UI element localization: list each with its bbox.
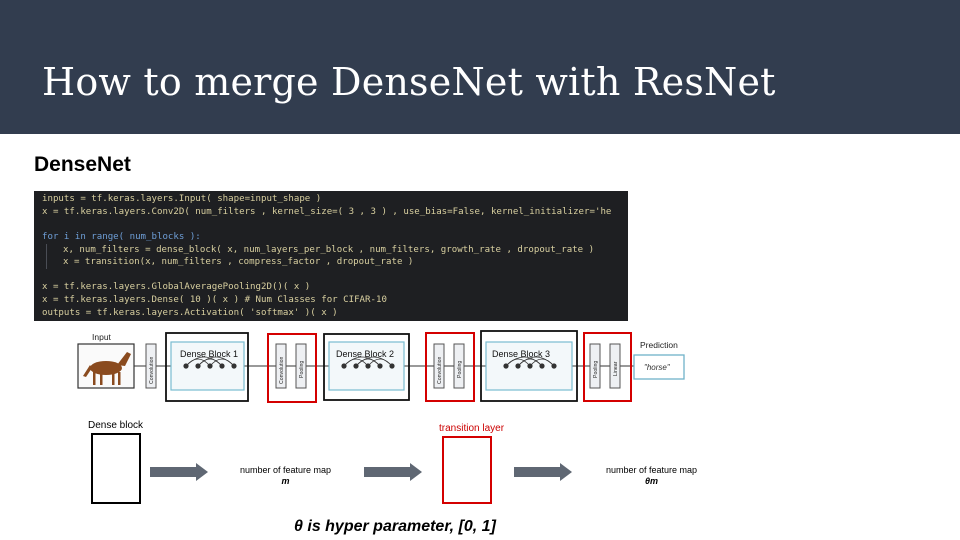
title-bar: How to merge DenseNet with ResNet: [0, 0, 960, 134]
code-line: inputs = tf.keras.layers.Input( shape=in…: [42, 194, 322, 204]
slide-title: How to merge DenseNet with ResNet: [42, 60, 776, 104]
prediction-label: Prediction: [640, 340, 678, 350]
feature-map-text: number of feature map: [606, 465, 698, 475]
input-label: Input: [92, 332, 112, 342]
dense-block-1-label: Dense Block 1: [180, 349, 238, 359]
feature-map-text: number of feature map: [240, 465, 332, 475]
output-layers: [583, 332, 632, 402]
transition-layer-box: [442, 436, 492, 504]
code-line: for i in range( num_blocks ):: [42, 231, 201, 242]
feature-map-symbol: θm: [645, 476, 659, 486]
transition-layer-1: [267, 333, 317, 403]
code-line: x = tf.keras.layers.Conv2D( num_filters …: [42, 206, 612, 217]
pooling-label: Pooling: [457, 361, 463, 378]
code-line: x = tf.keras.layers.Dense( 10 )( x ) # N…: [42, 295, 387, 306]
code-line: [42, 269, 628, 282]
transition-layer-2: [425, 332, 475, 402]
linear-label: Linear: [613, 361, 619, 376]
code-line: [42, 218, 628, 231]
convolution-label: Convolution: [437, 356, 443, 384]
feature-map-symbol: m: [281, 476, 290, 486]
section-heading: DenseNet: [34, 153, 131, 176]
code-line: x = transition(x, num_filters , compress…: [46, 256, 628, 269]
dense-block-box: [91, 433, 141, 504]
arrow-right-icon: [364, 463, 422, 481]
code-line: outputs = tf.keras.layers.Activation( 's…: [42, 307, 338, 318]
feature-map-caption-1: number of feature map m: [240, 465, 331, 487]
transition-layer-label: transition layer: [439, 423, 505, 434]
pooling-label: Pooling: [593, 361, 599, 378]
densenet-architecture-diagram: Input Convolution Dense Block 1 Convolut…: [77, 330, 685, 403]
prediction-value: "horse": [644, 363, 671, 372]
dense-block-2-label: Dense Block 2: [336, 349, 394, 359]
arrow-right-icon: [150, 463, 208, 481]
arrow-right-icon: [514, 463, 572, 481]
code-line: x, num_filters = dense_block( x, num_lay…: [46, 243, 628, 257]
hyperparameter-note: θ is hyper parameter, [0, 1]: [294, 518, 496, 535]
convolution-label: Convolution: [279, 356, 285, 384]
horse-icon: [83, 352, 131, 385]
dense-block-3-label: Dense Block 3: [492, 349, 550, 359]
convolution-label: Convolution: [149, 356, 155, 384]
pooling-label: Pooling: [299, 361, 305, 378]
dense-block-label: Dense block: [88, 420, 144, 431]
feature-map-caption-2: number of feature map θm: [606, 465, 697, 487]
code-snippet: inputs = tf.keras.layers.Input( shape=in…: [34, 191, 628, 321]
code-line: x = tf.keras.layers.GlobalAveragePooling…: [42, 282, 311, 293]
